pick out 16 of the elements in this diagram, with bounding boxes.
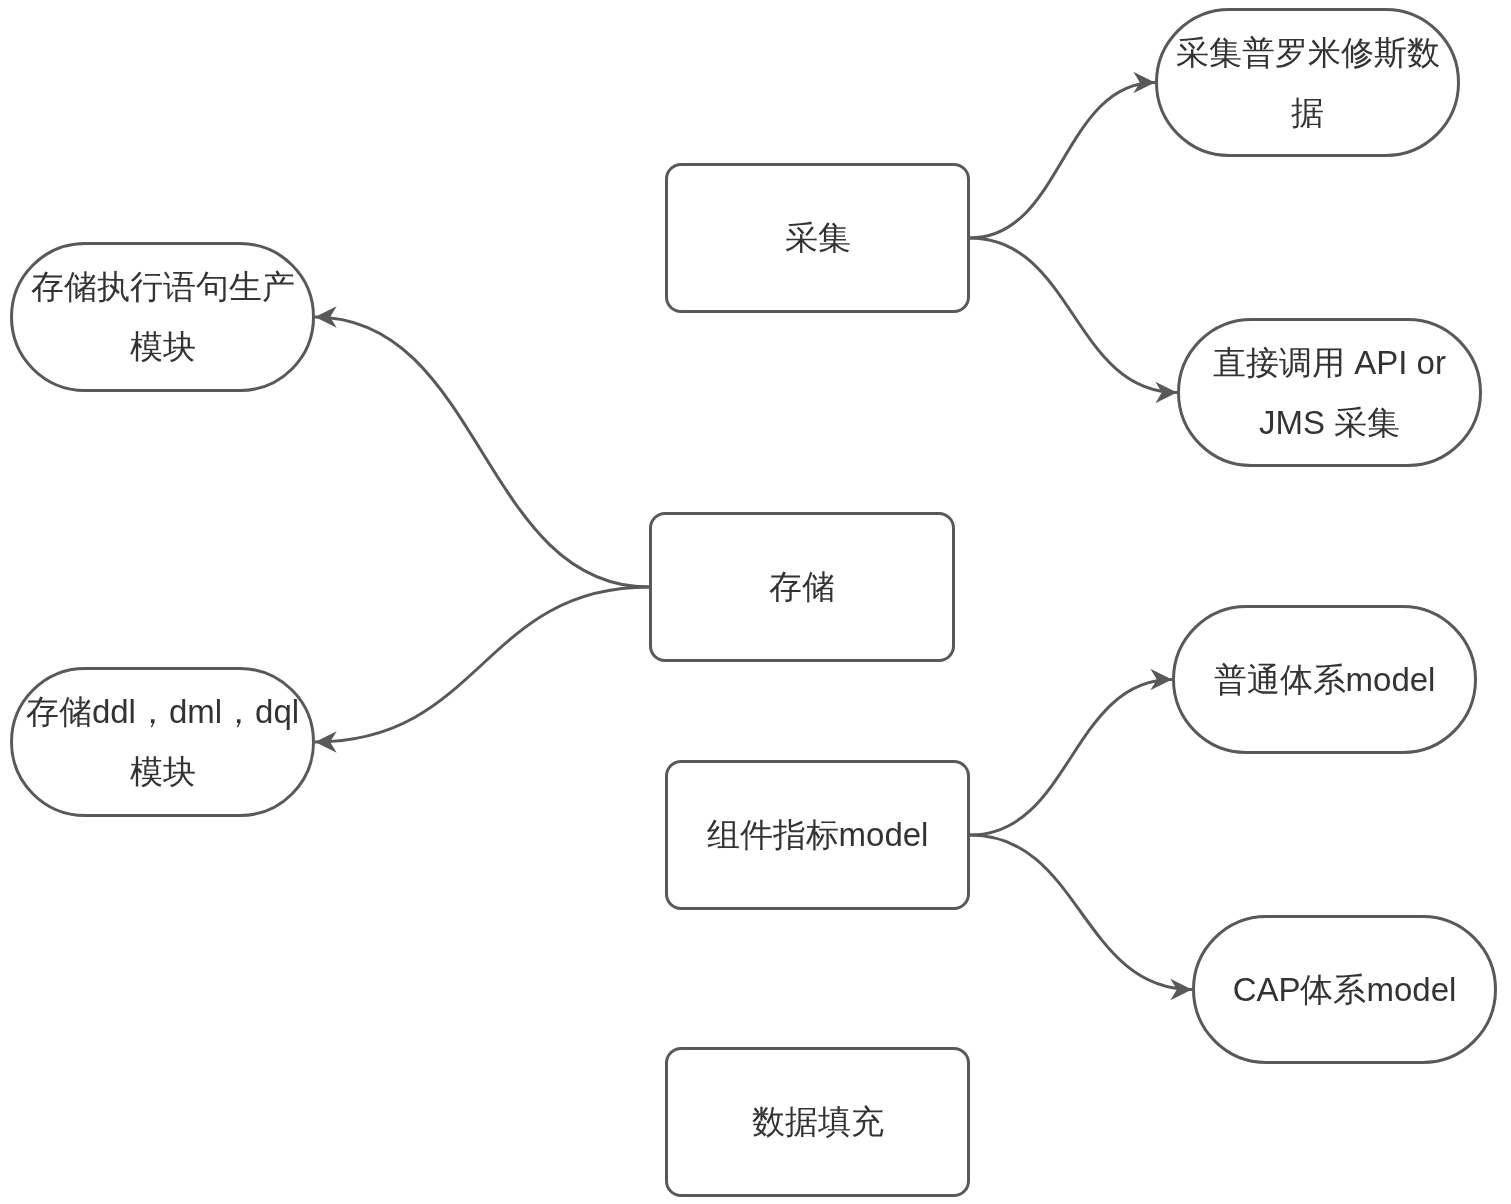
rounded-terminal: 普通体系model: [1172, 605, 1477, 754]
arrow: [969, 236, 1178, 401]
rounded-terminal: 直接调用 API or JMS 采集: [1177, 318, 1482, 467]
rounded-terminal: CAP体系model: [1192, 915, 1497, 1064]
arrow: [314, 309, 650, 589]
arrow: [314, 585, 650, 752]
process-box: 组件指标model: [665, 760, 970, 910]
arrow: [969, 671, 1173, 837]
rounded-terminal: 存储ddl，dml，dql 模块: [10, 667, 315, 817]
process-box: 采集: [665, 163, 970, 313]
rounded-terminal: 存储执行语句生产模块: [10, 242, 315, 392]
arrow: [969, 74, 1156, 240]
process-box: 数据填充: [665, 1047, 970, 1197]
rounded-terminal: 采集普罗米修斯数据: [1155, 8, 1460, 157]
process-box: 存储: [649, 512, 955, 662]
arrow: [969, 833, 1193, 998]
